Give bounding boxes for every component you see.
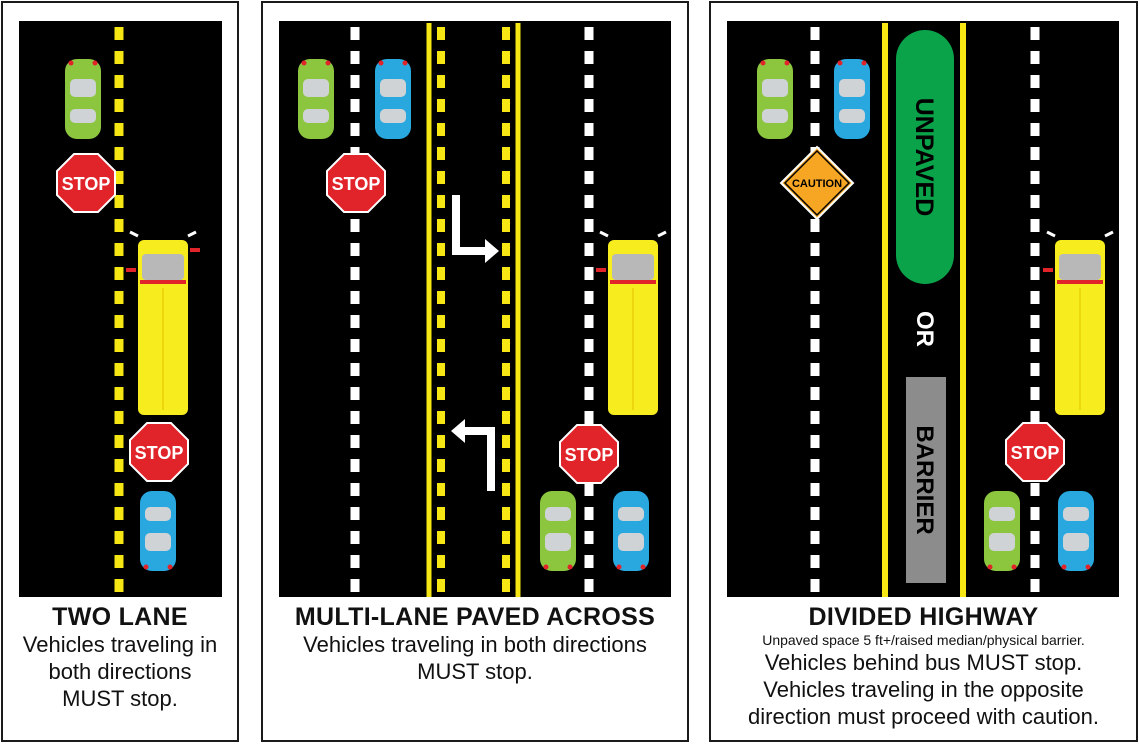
blue-car bbox=[375, 59, 411, 139]
road-two-lane bbox=[19, 21, 222, 597]
stop-sign: STOP bbox=[559, 424, 619, 484]
stop-sign-label: STOP bbox=[332, 174, 381, 194]
caption-line: Vehicles behind bus MUST stop. bbox=[764, 650, 1083, 675]
blue-car bbox=[140, 491, 176, 571]
stop-sign: STOP bbox=[56, 153, 116, 213]
panel-title: TWO LANE bbox=[52, 603, 188, 631]
or-label: OR bbox=[911, 311, 938, 347]
road-multi-lane bbox=[279, 21, 671, 597]
panel-two-lane: STOP STOP TWO LANE Vehicles traveling i bbox=[1, 1, 239, 742]
multi-lane-scene: STOP STOP bbox=[298, 23, 667, 597]
caption-note: Unpaved space 5 ft+/raised median/physic… bbox=[762, 632, 1085, 648]
school-bus bbox=[1043, 230, 1114, 415]
blue-car bbox=[613, 491, 649, 571]
turn-arrow-icon bbox=[451, 419, 495, 491]
panel-divided-highway: UNPAVED OR BARRIER CAUTION bbox=[709, 1, 1138, 742]
caption-line: MUST stop. bbox=[62, 686, 178, 711]
caption-line: both directions bbox=[48, 659, 192, 684]
stop-sign: STOP bbox=[326, 153, 386, 213]
barrier-label: BARRIER bbox=[911, 425, 938, 534]
stop-sign-label: STOP bbox=[1011, 443, 1060, 463]
stop-sign: STOP bbox=[129, 422, 189, 482]
green-car bbox=[984, 491, 1020, 571]
stop-sign: STOP bbox=[1005, 422, 1065, 482]
center-turn-lane-lines bbox=[426, 23, 521, 597]
barrier-median: BARRIER bbox=[906, 377, 946, 583]
stop-sign-label: STOP bbox=[565, 445, 614, 465]
green-car bbox=[540, 491, 576, 571]
unpaved-median: UNPAVED bbox=[896, 30, 954, 284]
caption-line: Vehicles traveling in the opposite bbox=[763, 677, 1084, 702]
caution-sign-label: CAUTION bbox=[792, 178, 842, 190]
stop-sign-label: STOP bbox=[62, 174, 111, 194]
two-lane-scene: STOP STOP bbox=[56, 27, 200, 597]
caution-sign: CAUTION bbox=[779, 145, 855, 221]
caption-line: direction must proceed with caution. bbox=[748, 704, 1099, 729]
panel-title: MULTI-LANE PAVED ACROSS bbox=[294, 603, 656, 631]
school-bus bbox=[596, 230, 667, 415]
blue-car bbox=[834, 59, 870, 139]
caption-line: MUST stop. bbox=[417, 659, 533, 684]
caption-multi-lane: MULTI-LANE PAVED ACROSS Vehicles traveli… bbox=[263, 603, 687, 685]
caption-line: Vehicles traveling in bbox=[22, 632, 218, 657]
stop-sign-label: STOP bbox=[135, 443, 184, 463]
panel-title: DIVIDED HIGHWAY bbox=[808, 603, 1039, 631]
blue-car bbox=[1058, 491, 1094, 571]
turn-arrow-icon bbox=[452, 195, 499, 263]
green-car bbox=[298, 59, 334, 139]
green-car bbox=[757, 59, 793, 139]
unpaved-label: UNPAVED bbox=[910, 98, 938, 217]
divided-highway-scene: UNPAVED OR BARRIER CAUTION bbox=[757, 23, 1114, 597]
green-car bbox=[65, 59, 101, 139]
school-bus bbox=[126, 230, 200, 415]
caption-line: Vehicles traveling in both directions bbox=[303, 632, 647, 657]
caption-two-lane: TWO LANE Vehicles traveling in both dire… bbox=[3, 603, 237, 712]
panel-multi-lane: STOP STOP MU bbox=[261, 1, 689, 742]
caption-divided-highway: DIVIDED HIGHWAY Unpaved space 5 ft+/rais… bbox=[711, 603, 1136, 730]
